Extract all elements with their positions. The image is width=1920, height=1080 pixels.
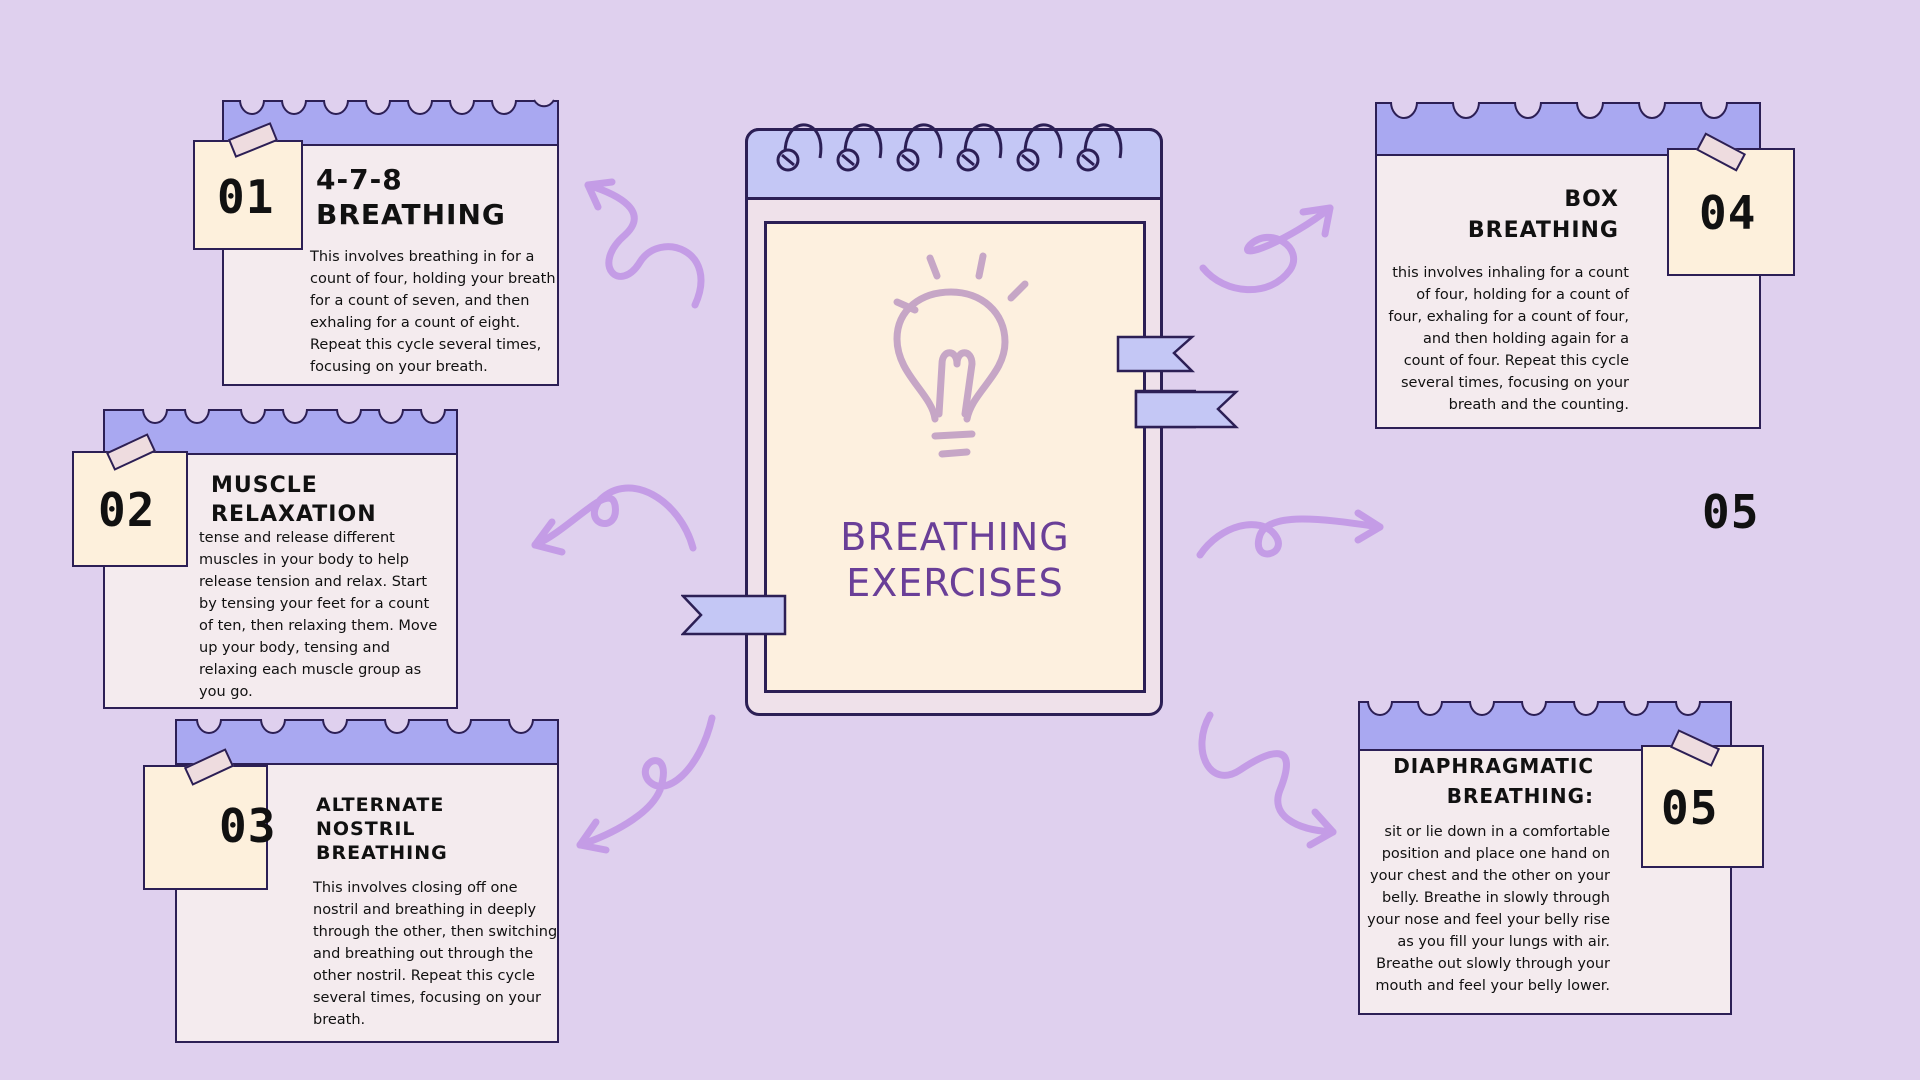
- card-05-number: 05: [1661, 781, 1719, 835]
- card-04-header: [1375, 101, 1761, 156]
- card-03-title-line3: BREATHING: [316, 842, 448, 864]
- lightbulb-icon: [893, 252, 1029, 458]
- card-04-scallops: [1390, 101, 1728, 119]
- card-02-title-line1: MUSCLE: [211, 473, 318, 498]
- notebook-page: BREATHING EXERCISES: [764, 221, 1146, 693]
- arrow-to-card-01: [584, 181, 705, 309]
- card-05-title-line2: BREATHING:: [1446, 784, 1594, 808]
- card-03-title-line1: ALTERNATE: [316, 794, 445, 816]
- card-01-number: 01: [217, 170, 275, 224]
- notebook-rings: [776, 123, 1123, 172]
- center-notebook: BREATHING EXERCISES: [745, 123, 1163, 716]
- card-03-title: ALTERNATE NOSTRIL BREATHING: [316, 793, 448, 865]
- card-05-number-note: 05: [1641, 745, 1764, 868]
- card-03-number: 03: [219, 799, 277, 853]
- card-02-number-note: 02: [72, 451, 188, 567]
- card-01-title: 4-7-8 BREATHING: [316, 162, 506, 232]
- card-02-title-line2: RELAXATION: [211, 502, 377, 527]
- arrow-to-card-04: [1199, 204, 1334, 294]
- bookmark-flag-middle: [1134, 390, 1240, 429]
- card-04-number: 04: [1699, 186, 1757, 240]
- card-04-title-line2: BREATHING: [1467, 218, 1619, 243]
- card-02-scallops: [142, 408, 446, 424]
- arrow-to-label-05: [1196, 515, 1384, 559]
- card-01-number-note: 01: [193, 140, 303, 250]
- card-04-title-line1: BOX: [1564, 187, 1619, 212]
- card-05-scallops: [1367, 700, 1701, 716]
- center-title-line1: BREATHING: [840, 515, 1070, 559]
- card-01-scallops: [239, 99, 555, 115]
- card-02-number: 02: [98, 483, 156, 537]
- floating-number-05: 05: [1702, 485, 1760, 539]
- card-05-header: [1358, 700, 1732, 751]
- card-05-title-line1: DIAPHRAGMATIC: [1393, 754, 1594, 778]
- bookmark-flag-left: [681, 594, 787, 636]
- card-05-description: sit or lie down in a comfortable positio…: [1367, 824, 1610, 994]
- card-01-title-line1: 4-7-8: [316, 163, 403, 196]
- card-02-description: tense and release different muscles in y…: [199, 530, 438, 700]
- card-01-title-line2: BREATHING: [316, 198, 506, 231]
- arrow-to-card-02: [531, 484, 697, 552]
- card-03-description: This involves closing off one nostril an…: [313, 880, 558, 1028]
- arrow-to-card-03: [576, 714, 716, 849]
- card-01-header: [222, 99, 559, 146]
- card-04-number-note: 04: [1667, 148, 1795, 276]
- card-03-title-line2: NOSTRIL: [316, 818, 416, 840]
- center-title-line2: EXERCISES: [846, 561, 1064, 605]
- card-04-description: this involves inhaling for a count of fo…: [1388, 265, 1629, 413]
- card-03-header: [175, 718, 559, 765]
- card-02-title: MUSCLE RELAXATION: [211, 471, 377, 529]
- arrow-to-card-05: [1198, 711, 1337, 836]
- card-04-title: BOX BREATHING: [1468, 184, 1619, 246]
- card-03-scallops: [196, 718, 534, 734]
- card-05-title: DIAPHRAGMATIC BREATHING:: [1393, 751, 1594, 811]
- card-01-description: This involves breathing in for a count o…: [310, 249, 556, 375]
- card-02-header: [103, 408, 458, 455]
- card-03-number-note: 03: [143, 765, 275, 890]
